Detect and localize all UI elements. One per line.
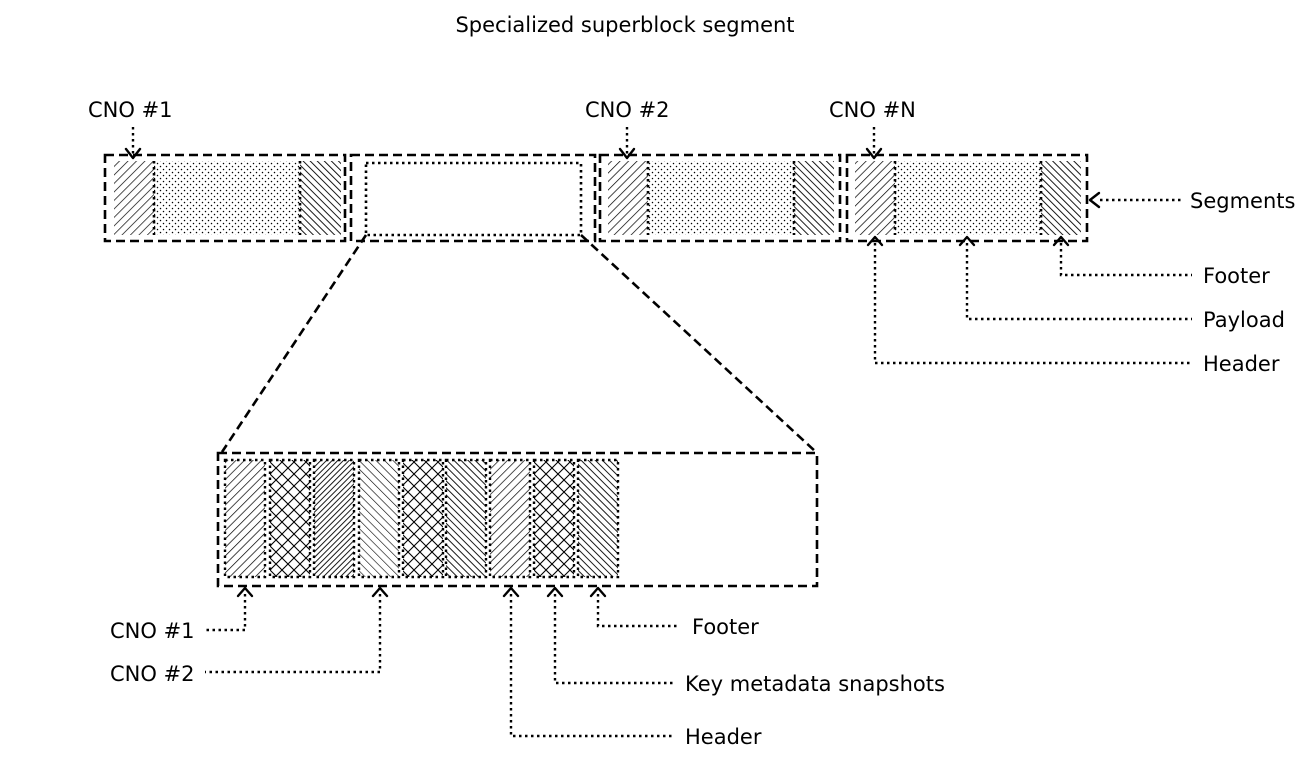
detail-cell-3: [312, 458, 356, 579]
top-payload-label: Payload: [1203, 308, 1285, 332]
cno-n-label: CNO #N: [829, 98, 916, 122]
detail-footer-label: Footer: [692, 615, 759, 639]
segment-2-payload: [648, 161, 794, 235]
detail-cno-1-label: CNO #1: [110, 619, 195, 643]
superblock-segment: [349, 153, 597, 243]
detail-cell-5: [401, 458, 445, 579]
segment-n-footer: [1041, 161, 1081, 235]
detail-cell-4: [357, 458, 401, 579]
top-header-label: Header: [1203, 352, 1280, 376]
detail-callouts: [205, 586, 680, 738]
segment-1-header: [114, 161, 154, 235]
detail-cell-8: [532, 458, 576, 579]
segments-label: Segments: [1190, 189, 1295, 213]
cno-1-label: CNO #1: [88, 98, 173, 122]
segment-2-header: [608, 161, 648, 235]
segment-1-footer: [300, 161, 341, 235]
segment-1: [103, 153, 347, 243]
superblock-detail: [216, 451, 819, 588]
detail-cell-6: [444, 458, 488, 579]
segment-n-callouts: [866, 235, 1192, 365]
segment-n-payload: [895, 161, 1041, 235]
cno-2-label: CNO #2: [585, 98, 670, 122]
top-footer-label: Footer: [1203, 264, 1270, 288]
cno-pointers: [124, 127, 883, 160]
segment-2: [598, 153, 842, 243]
detail-cno-2-label: CNO #2: [110, 662, 195, 686]
detail-cell-2: [268, 458, 312, 579]
detail-snapshots-label: Key metadata snapshots: [685, 672, 945, 696]
detail-cell-1: [223, 458, 267, 579]
diagram-title: Specialized superblock segment: [455, 13, 794, 37]
segment-row: [103, 153, 1089, 243]
segment-n: [845, 153, 1089, 243]
segment-n-header: [855, 161, 895, 235]
segment-2-footer: [794, 161, 834, 235]
detail-cell-7: [488, 458, 532, 579]
detail-header-label: Header: [685, 725, 762, 749]
detail-cell-9: [576, 458, 620, 579]
segment-1-payload: [154, 161, 300, 235]
zoom-lines: [220, 234, 817, 453]
